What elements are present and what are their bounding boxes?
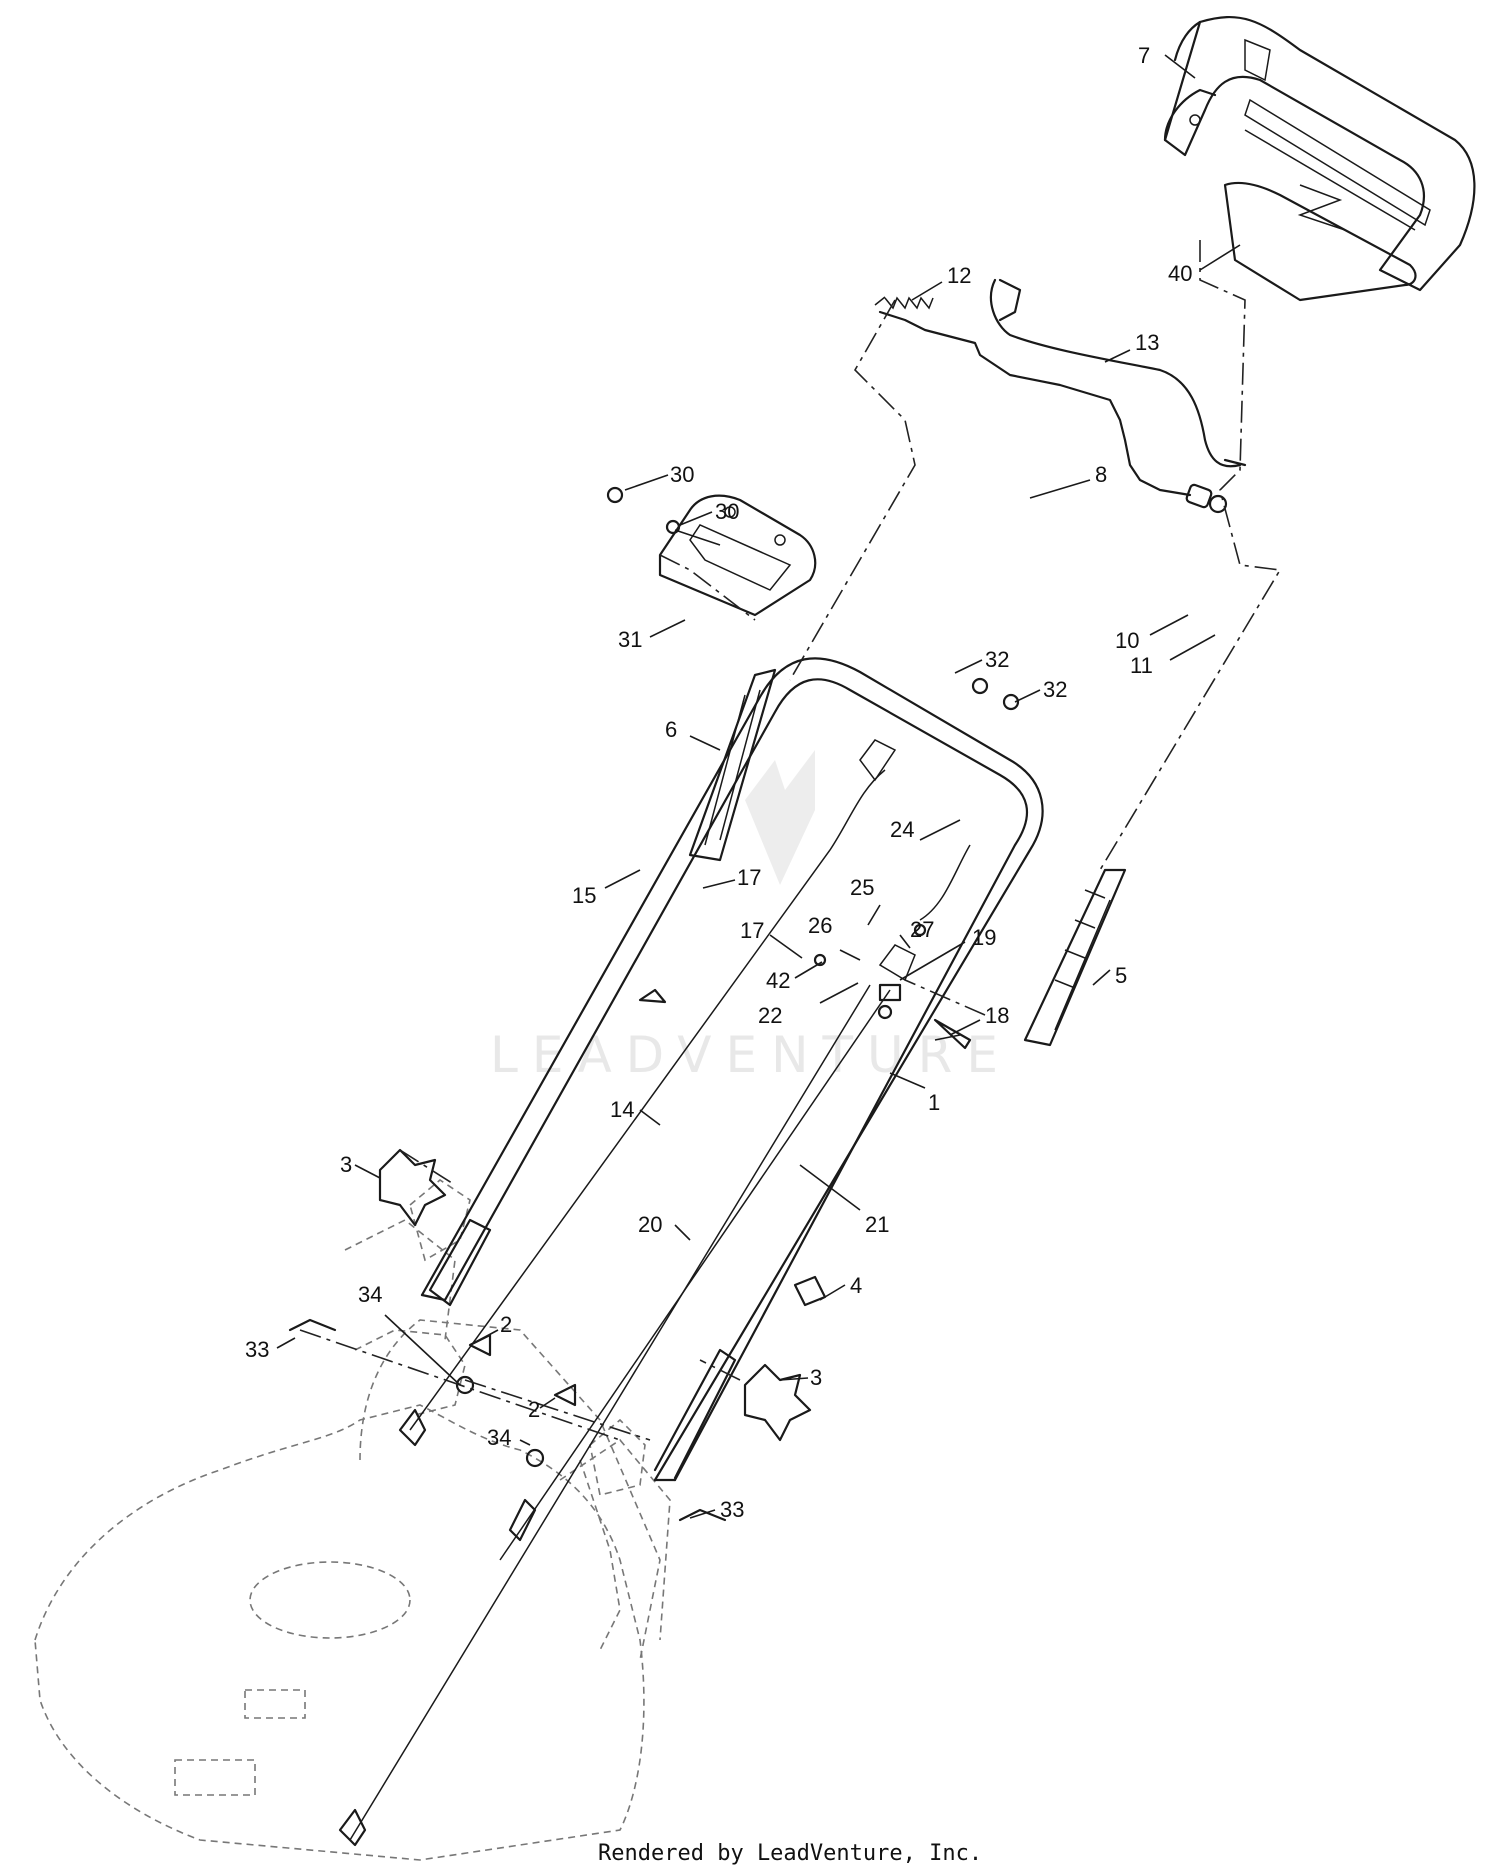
callout-7: 7 [1138,43,1150,68]
callout-3a: 3 [340,1152,352,1177]
callout-1: 1 [928,1090,940,1115]
callout-4: 4 [850,1273,862,1298]
hardware [288,677,1020,1522]
callout-2a: 2 [500,1312,512,1337]
callout-27: 27 [910,917,934,942]
upper-handle [1163,15,1476,302]
callout-18: 18 [985,1003,1009,1028]
callout-33a: 33 [245,1337,269,1362]
callout-19: 19 [972,925,996,950]
callout-24: 24 [890,817,914,842]
callout-13: 13 [1135,330,1159,355]
callout-12: 12 [947,263,971,288]
cable-guide-right [1023,868,1127,1047]
callout-15: 15 [572,883,596,908]
callout-40: 40 [1168,261,1192,286]
lower-handle-assembly [420,657,1044,1482]
callout-22: 22 [758,1003,782,1028]
callout-14: 14 [610,1097,634,1122]
callout-3b: 3 [810,1365,822,1390]
callout-6: 6 [665,717,677,742]
watermark-logo-icon [745,750,815,885]
callout-30b: 30 [715,499,739,524]
callout-42: 42 [766,968,790,993]
bail-bar [990,278,1242,468]
callout-32b: 32 [1043,677,1067,702]
control-bracket [606,486,817,617]
control-cables [338,739,971,1847]
mower-deck [34,1179,671,1861]
callout-31: 31 [618,627,642,652]
callout-26: 26 [808,913,832,938]
callout-30a: 30 [670,462,694,487]
callout-32a: 32 [985,647,1009,672]
callout-5: 5 [1115,963,1127,988]
callout-10: 10 [1115,628,1139,653]
callouts: 7 40 13 12 8 30 30 31 10 11 32 32 6 24 2… [245,43,1241,1522]
callout-8: 8 [1095,462,1107,487]
callout-34b: 34 [487,1425,511,1450]
callout-11: 11 [1130,653,1153,678]
cable-guide-left [688,668,777,862]
callout-25: 25 [850,875,874,900]
callout-21: 21 [865,1212,889,1237]
assembly-lines [299,240,1282,1441]
callout-2b: 2 [528,1397,540,1422]
callout-17a: 17 [737,865,761,890]
footer-credit: Rendered by LeadVenture, Inc. [598,1841,982,1866]
callout-33b: 33 [720,1497,744,1522]
callout-20: 20 [638,1212,662,1237]
drive-control-rod [874,296,1228,514]
callout-34a: 34 [358,1282,382,1307]
callout-17b: 17 [740,918,764,943]
